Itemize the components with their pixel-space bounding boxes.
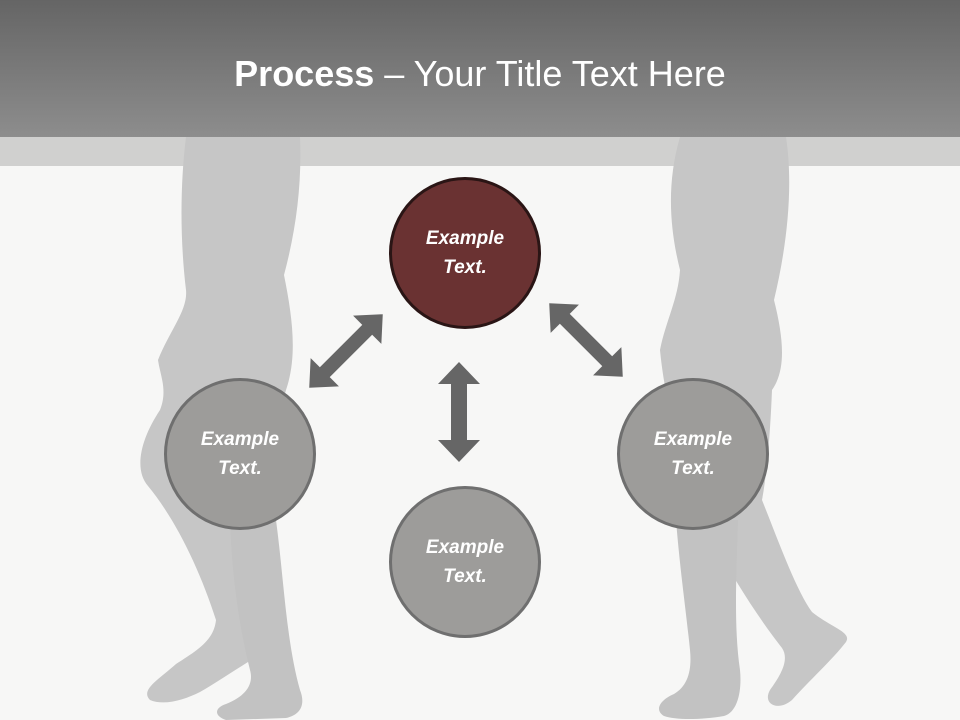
node-right-circle: Example Text. <box>617 378 769 530</box>
node-top-label: Example Text. <box>425 228 505 278</box>
node-right-label: Example Text. <box>653 429 733 479</box>
double-arrow-icon <box>309 314 383 388</box>
node-left-label: Example Text. <box>200 429 280 479</box>
double-arrow-icon <box>549 303 623 377</box>
double-arrow-icon <box>438 362 480 462</box>
page-title: Process – Your Title Text Here <box>0 52 960 96</box>
node-bottom-circle: Example Text. <box>389 486 541 638</box>
title-bold: Process <box>234 53 375 94</box>
silhouette-legs-right-front-icon <box>659 520 741 719</box>
silhouette-legs-left-front-icon <box>217 520 303 720</box>
title-bar <box>0 0 960 137</box>
title-rest: – Your Title Text Here <box>374 53 726 94</box>
node-left-circle: Example Text. <box>164 378 316 530</box>
title-stripe <box>0 137 960 166</box>
node-top-circle: Example Text. <box>389 177 541 329</box>
node-bottom-label: Example Text. <box>425 537 505 587</box>
